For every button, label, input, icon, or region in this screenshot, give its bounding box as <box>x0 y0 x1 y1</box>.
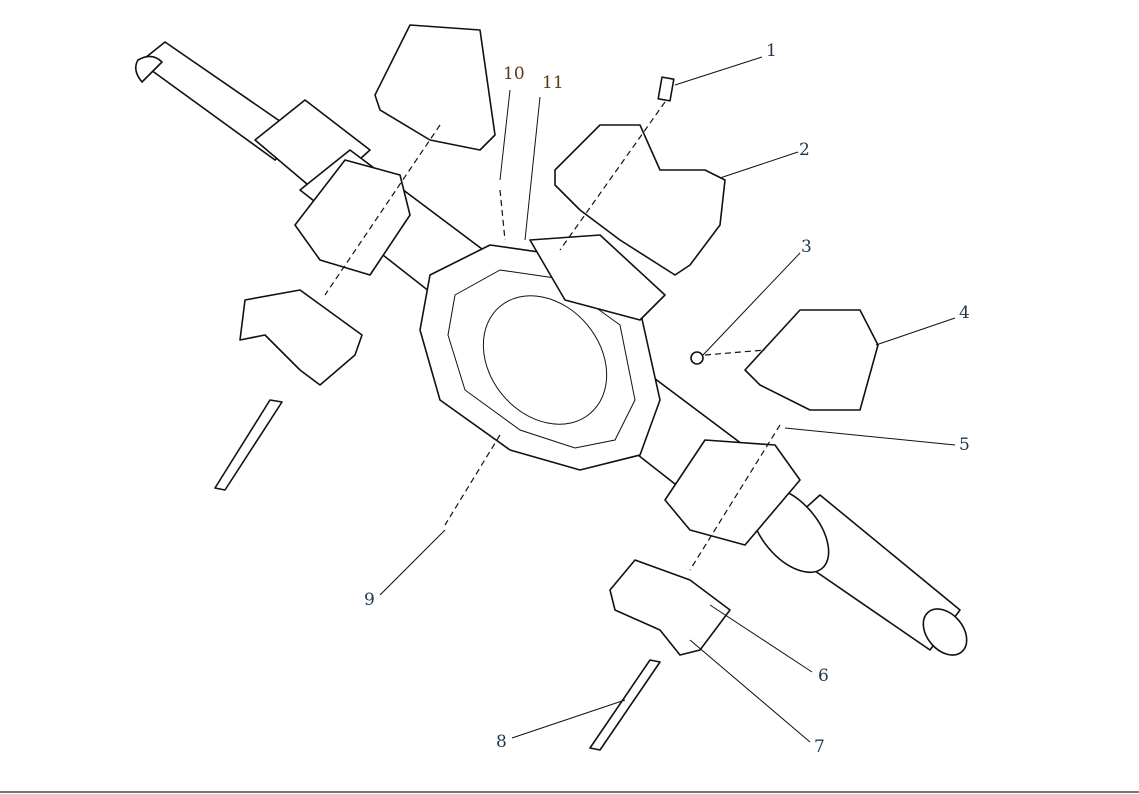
callout-11: 11 <box>542 73 564 93</box>
callout-6: 6 <box>818 666 829 686</box>
callout-10: 10 <box>503 64 525 84</box>
callout-9: 9 <box>364 590 375 610</box>
callout-8: 8 <box>496 732 507 752</box>
bracket-2 <box>554 124 726 276</box>
callout-1: 1 <box>766 41 777 61</box>
left-lower-plate <box>239 289 363 386</box>
bottom-divider <box>0 791 1139 793</box>
plug-3 <box>690 351 704 365</box>
bolt-left <box>214 399 283 491</box>
callout-3: 3 <box>801 237 812 257</box>
left-spring-seat <box>294 159 411 276</box>
differential-housing <box>419 234 666 471</box>
left-upper-bracket <box>374 24 496 151</box>
callout-5: 5 <box>959 435 970 455</box>
callout-2: 2 <box>799 140 810 160</box>
right-upper-bracket <box>744 309 879 411</box>
bolt-right <box>589 659 661 751</box>
right-spring-seat <box>664 439 801 546</box>
callout-7: 7 <box>814 737 825 757</box>
callout-4: 4 <box>959 303 970 323</box>
right-lower-plate <box>609 559 731 656</box>
bolt-1 <box>657 76 675 102</box>
